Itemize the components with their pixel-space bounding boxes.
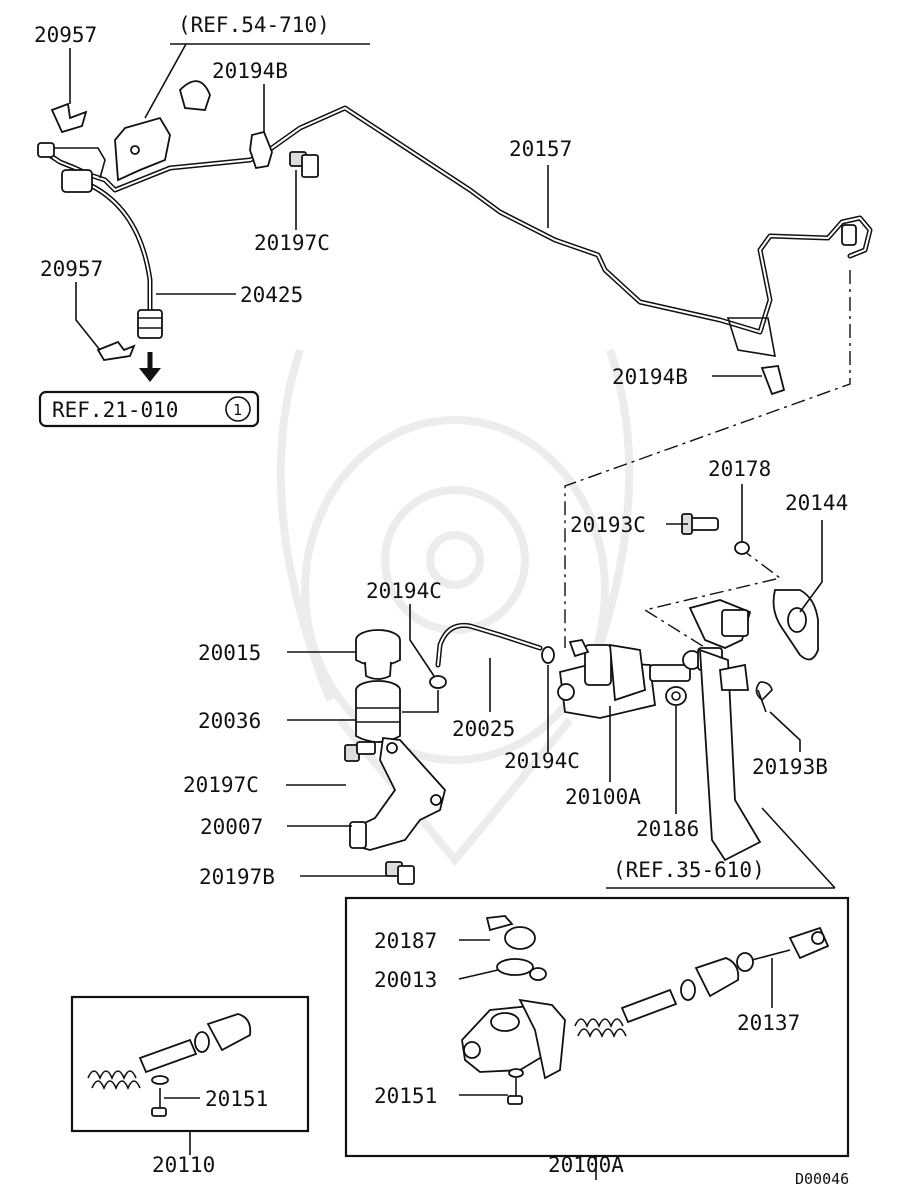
o-ring-20178 — [734, 541, 750, 555]
clutch-pipe-20157 — [37, 105, 873, 357]
label-20186: 20186 — [636, 817, 699, 841]
label-20425: 20425 — [240, 283, 303, 307]
label-20957-mid: 20957 — [40, 257, 103, 281]
spring-pin-20193b — [755, 681, 773, 713]
repair-kit-box-20110 — [70, 995, 310, 1133]
label-20194b-right: 20194B — [612, 365, 688, 389]
label-20110: 20110 — [152, 1153, 215, 1177]
clip-20957-top — [50, 102, 88, 134]
label-20194b-top: 20194B — [212, 59, 288, 83]
label-20194c-bot: 20194C — [504, 749, 580, 773]
clip-20957-mid — [96, 340, 136, 361]
bracket-20007 — [349, 737, 446, 851]
ref-21-010-box: REF.21-010 1 — [38, 390, 260, 428]
ref-21-010-label: REF.21-010 — [52, 398, 178, 422]
label-20144: 20144 — [785, 491, 848, 515]
label-20025: 20025 — [452, 717, 515, 741]
label-20157: 20157 — [509, 137, 572, 161]
pedal-bracket — [688, 599, 762, 862]
label-20007: 20007 — [200, 815, 263, 839]
hose-clamp-20194c-top — [429, 675, 447, 689]
label-20013: 20013 — [374, 968, 437, 992]
label-20194c-top: 20194C — [366, 579, 442, 603]
hose-20025 — [435, 622, 543, 668]
pipe-connection-line — [564, 270, 851, 648]
bracket-ref-54-710 — [114, 80, 211, 182]
label-20197b: 20197B — [199, 865, 275, 889]
ref-35-610-label: (REF.35-610) — [613, 858, 765, 882]
label-20197c-bot: 20197C — [183, 773, 259, 797]
watermark-emblem — [276, 348, 634, 867]
hose-clamp-20194c-bot — [541, 646, 555, 664]
bolt-20197b — [385, 861, 415, 885]
label-20151-left: 20151 — [205, 1087, 268, 1111]
label-20036: 20036 — [198, 709, 261, 733]
label-20187: 20187 — [374, 929, 437, 953]
clip-20194b-top — [249, 130, 273, 170]
clutch-hose-20425 — [61, 169, 163, 339]
pedal-connection-line — [643, 547, 782, 661]
label-20015: 20015 — [198, 641, 261, 665]
leader-lines — [69, 48, 823, 1180]
label-20197c-top: 20197C — [254, 231, 330, 255]
down-arrow-icon — [139, 352, 161, 382]
label-20178: 20178 — [708, 457, 771, 481]
label-20957-top: 20957 — [34, 23, 97, 47]
diagram-code: D00046 — [795, 1170, 849, 1187]
master-cylinder-20100a — [557, 639, 723, 719]
label-20193b: 20193B — [752, 755, 828, 779]
kit-20100a-parts — [461, 915, 830, 1105]
clip-20194b-right — [760, 365, 786, 396]
master-cylinder-kit-box-20100a — [344, 896, 850, 1158]
label-20137: 20137 — [737, 1011, 800, 1035]
label-20151-right: 20151 — [374, 1084, 437, 1108]
reservoir-cap-20015 — [355, 629, 401, 680]
label-20193c: 20193C — [570, 513, 646, 537]
ref-21-010-circle-number: 1 — [233, 401, 242, 419]
bolt-20197c-bot — [344, 741, 376, 762]
reservoir-20036 — [355, 680, 401, 743]
bolt-20197c-top — [289, 151, 319, 178]
bushing-20186 — [665, 686, 687, 706]
part-number-labels: 20957 20194B 20157 20197C 20957 20425 20… — [34, 23, 849, 1187]
kit-20110-parts — [87, 1013, 252, 1117]
ref-54-710-label: (REF.54-710) — [178, 13, 330, 37]
gasket-20144 — [772, 589, 819, 661]
label-20100a-bot: 20100A — [548, 1153, 624, 1177]
label-20100a-mid: 20100A — [565, 785, 641, 809]
